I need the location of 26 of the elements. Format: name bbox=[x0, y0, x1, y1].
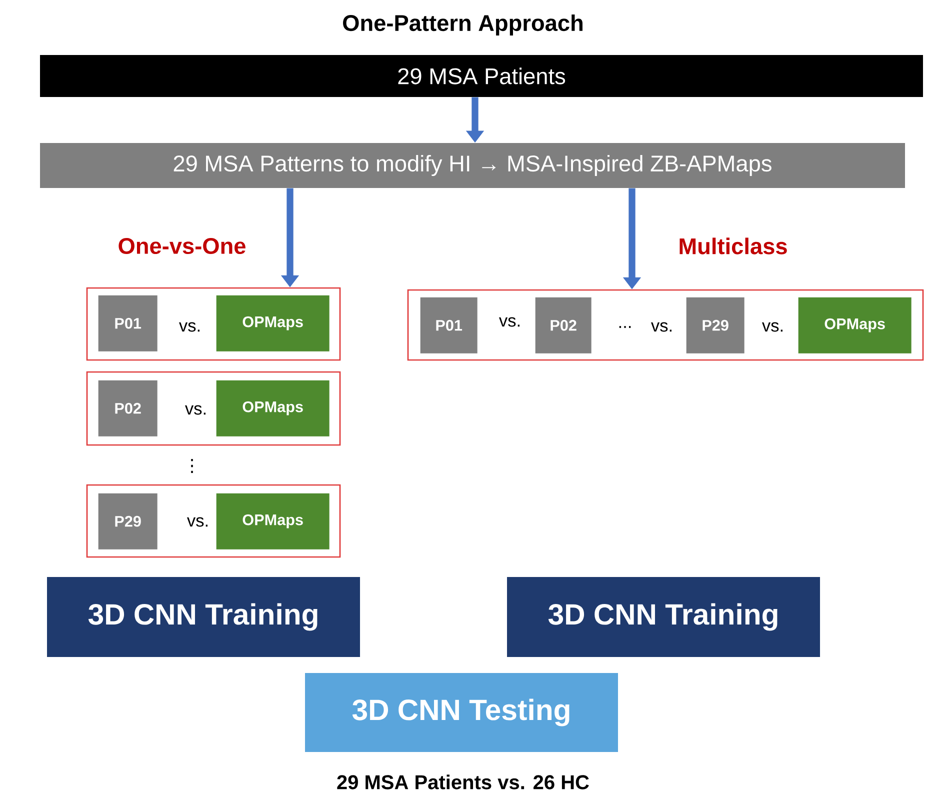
vs-label: vs. bbox=[187, 517, 208, 527]
vs-label: vs. bbox=[762, 322, 782, 332]
opmaps-box: OPMaps bbox=[216, 295, 330, 352]
opmaps-box: OPMaps bbox=[216, 380, 330, 436]
opmaps-box: OPMaps bbox=[798, 297, 912, 354]
heading-label: Multiclass bbox=[680, 238, 787, 254]
pattern-box: P01 bbox=[420, 297, 478, 354]
pattern-box: P29 bbox=[686, 297, 744, 354]
caption: 29 MSA Patients vs. 26 HC bbox=[337, 774, 589, 790]
ellipsis: ⋮ bbox=[191, 459, 193, 473]
pattern-bar: 29 MSA Patterns to modify HI → MSA-Inspired ZB-APMaps bbox=[40, 143, 905, 188]
pattern-box: P02 bbox=[98, 380, 158, 436]
pattern-box: P01 bbox=[98, 295, 158, 352]
vs-label: ... bbox=[619, 326, 631, 328]
training-box: 3D CNN Training bbox=[507, 577, 820, 657]
title: One-Pattern Approach bbox=[343, 14, 582, 36]
vs-label: vs. bbox=[179, 322, 200, 332]
heading-label: One-vs-One bbox=[118, 238, 246, 254]
pattern-box: P02 bbox=[535, 297, 592, 354]
testing-box: 3D CNN Testing bbox=[305, 673, 618, 752]
vs-label: vs. bbox=[185, 405, 206, 415]
training-box: 3D CNN Training bbox=[47, 577, 360, 657]
pattern-box: P29 bbox=[98, 493, 158, 550]
opmaps-box: OPMaps bbox=[216, 493, 330, 550]
title-bar: 29 MSA Patients bbox=[40, 55, 923, 97]
vs-label: vs. bbox=[499, 317, 520, 327]
